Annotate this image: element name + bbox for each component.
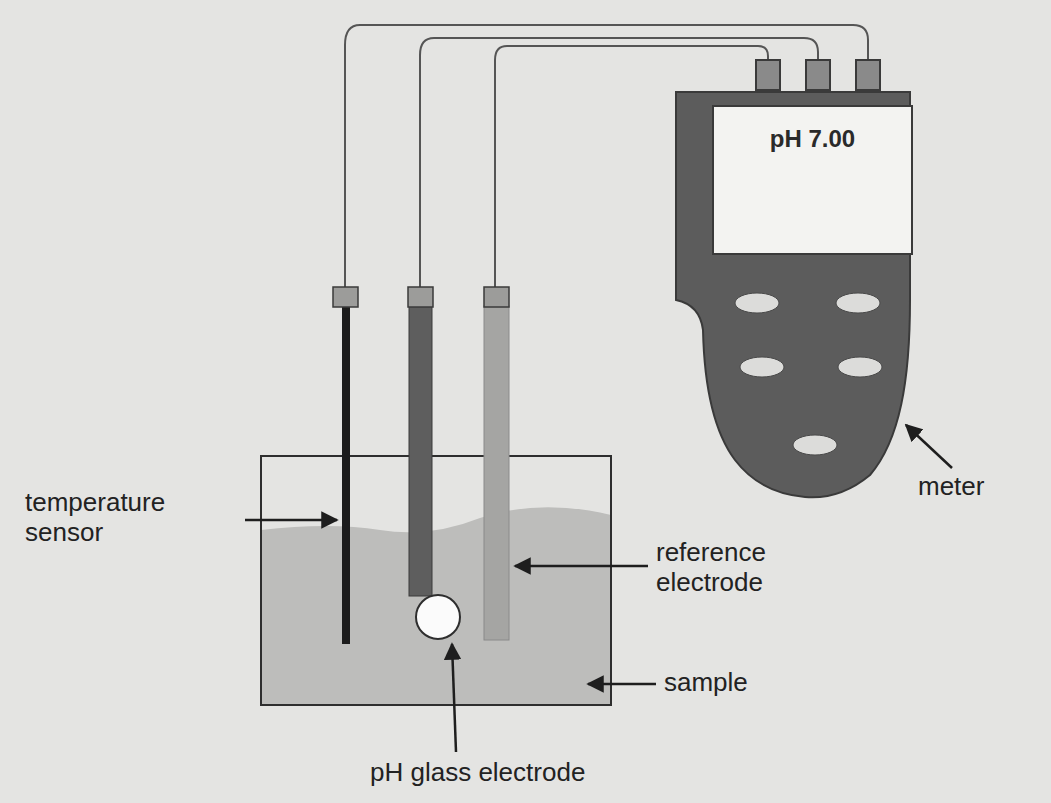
probe-cap <box>333 287 358 307</box>
probe-cap <box>484 287 509 307</box>
leader-arrow <box>245 519 337 522</box>
leader-arrow <box>588 683 656 686</box>
meter-buttons <box>735 293 882 455</box>
part-label: pH glass electrode <box>370 758 585 788</box>
button <box>838 357 882 377</box>
beaker <box>261 456 611 705</box>
part-label: temperature sensor <box>25 488 195 548</box>
meter-reading: pH 7.00 <box>714 107 911 153</box>
leader-lines <box>245 425 952 752</box>
button <box>740 357 784 377</box>
leader-arrow <box>906 425 952 468</box>
button <box>793 435 837 455</box>
probe-cap <box>408 287 433 307</box>
part-label: meter <box>918 472 984 502</box>
glass-electrode-body <box>409 306 432 596</box>
sample-liquid <box>261 507 611 705</box>
leader-arrow <box>452 644 456 752</box>
socket <box>806 60 830 90</box>
probe-caps <box>333 287 509 307</box>
reference-electrode-body <box>484 306 509 640</box>
part-label: sample <box>664 668 748 698</box>
socket <box>856 60 880 90</box>
glass-bulb <box>416 595 460 639</box>
leader-arrow <box>515 565 648 568</box>
part-label: reference electrode <box>656 538 831 598</box>
display-screen: pH 7.00 <box>712 105 913 255</box>
button <box>836 293 880 313</box>
temperature-sensor-rod <box>342 306 350 644</box>
button <box>735 293 779 313</box>
meter-sockets <box>756 60 880 90</box>
socket <box>756 60 780 90</box>
